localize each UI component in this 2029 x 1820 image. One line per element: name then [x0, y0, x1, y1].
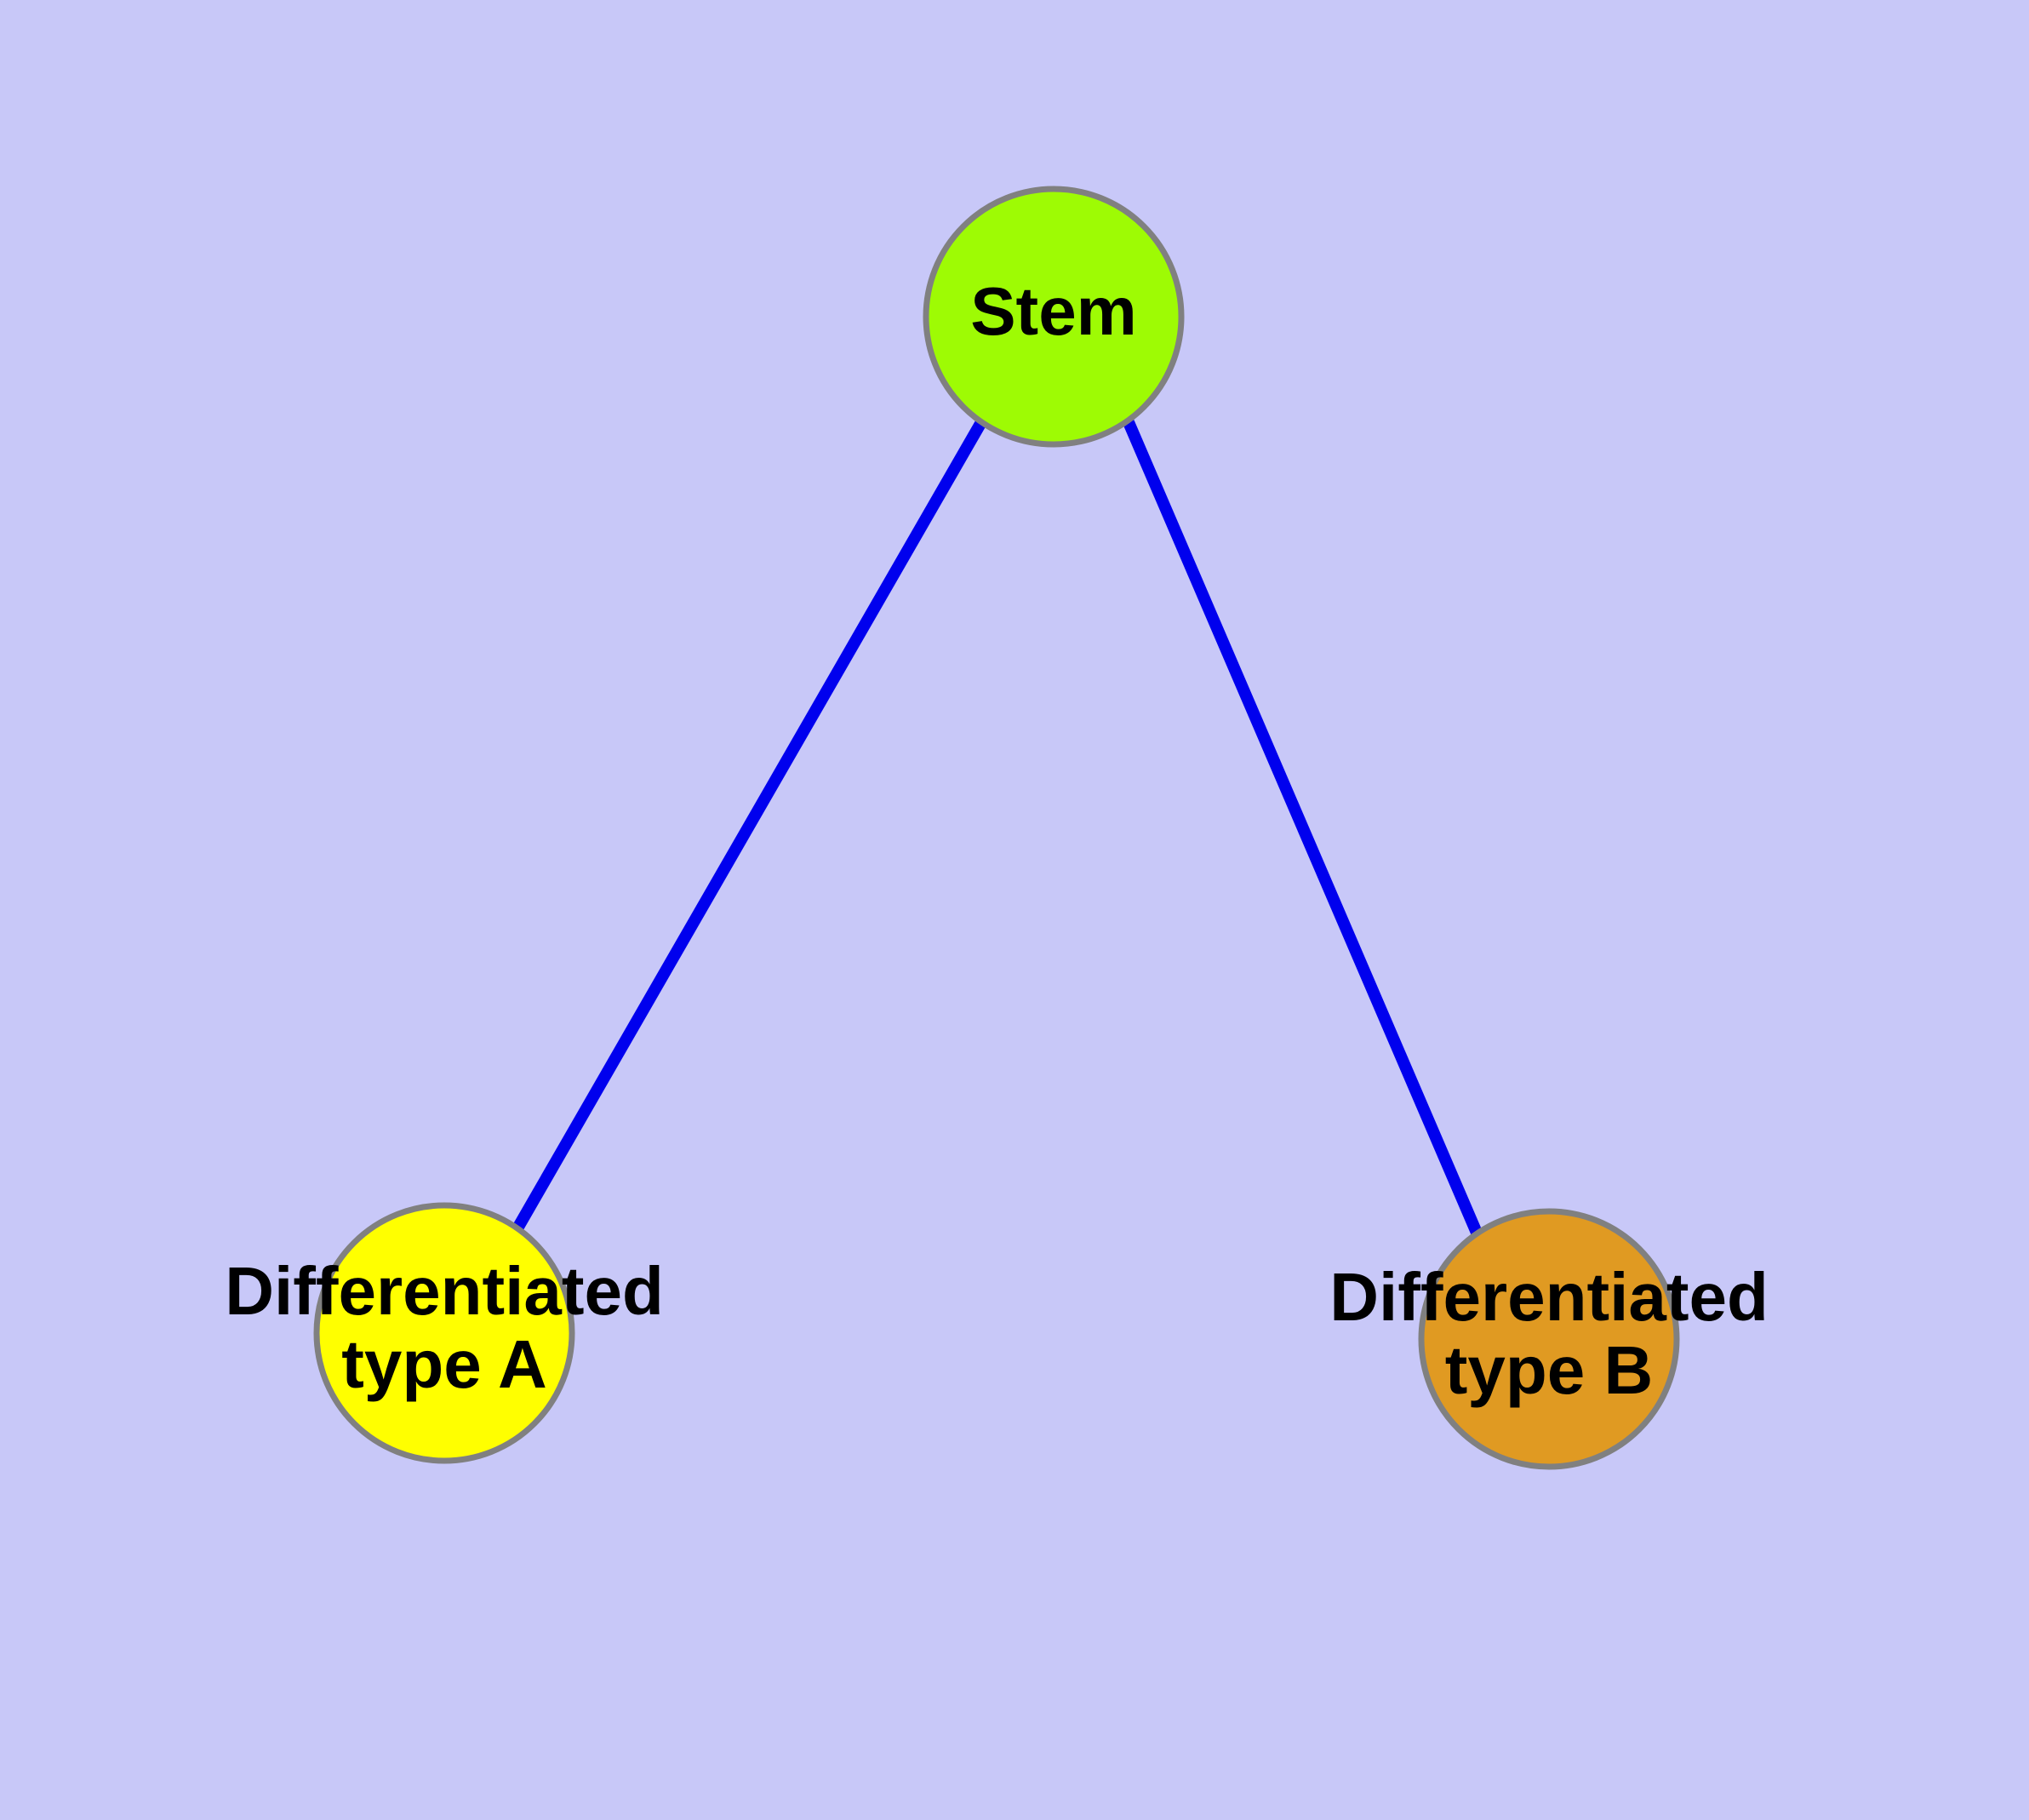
edge-stem-to-diff-a[interactable]	[512, 419, 987, 1232]
edge-stem-to-diff-b[interactable]	[1123, 420, 1483, 1235]
node-stem-label: Stem	[970, 273, 1137, 349]
edge-layer	[512, 419, 1483, 1235]
node-differentiated-type-a-circle[interactable]	[313, 1202, 575, 1464]
node-layer	[313, 186, 1680, 1470]
node-stem-circle[interactable]	[923, 186, 1185, 448]
node-differentiated-type-b-circle[interactable]	[1418, 1208, 1680, 1470]
